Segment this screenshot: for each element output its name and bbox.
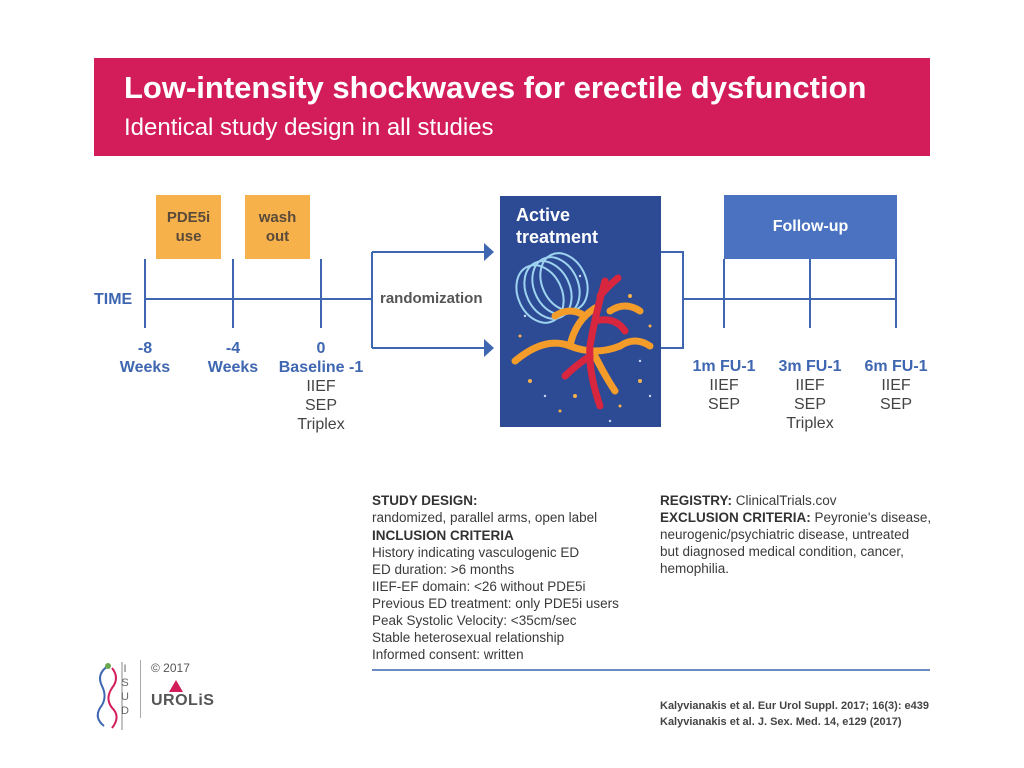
tick-label-minus4: -4 Weeks bbox=[198, 339, 268, 377]
inclusion-item: Peak Systolic Velocity: <35cm/sec bbox=[372, 613, 577, 628]
fu-label: 6m FU-1 bbox=[864, 358, 928, 375]
inclusion-item: ED duration: >6 months bbox=[372, 562, 515, 577]
inclusion-item: History indicating vasculogenic ED bbox=[372, 545, 580, 560]
title-banner: Low-intensity shockwaves for erectile dy… bbox=[94, 58, 930, 156]
references: Kalyvianakis et al. Eur Urol Suppl. 2017… bbox=[660, 698, 960, 730]
registry-title: REGISTRY: bbox=[660, 493, 733, 508]
inclusion-item: Informed consent: written bbox=[372, 647, 524, 662]
exclusion-line: neurogenic/psychiatric disease, untreate… bbox=[660, 527, 910, 542]
registry-text: ClinicalTrials.cov bbox=[735, 493, 837, 508]
exclusion-line: but diagnosed medical condition, cancer, bbox=[660, 544, 904, 559]
logo-divider bbox=[140, 660, 141, 718]
tick-unit: Weeks bbox=[119, 359, 171, 376]
measure-item: Triplex bbox=[297, 416, 345, 433]
isud-logo-icon bbox=[96, 662, 123, 730]
registry-section: REGISTRY: ClinicalTrials.cov EXCLUSION C… bbox=[660, 492, 940, 577]
pde5i-line2: use bbox=[175, 228, 202, 245]
active-treatment-label: Active treatment bbox=[516, 204, 598, 248]
study-design-title: STUDY DESIGN: bbox=[372, 493, 478, 508]
reference-item: Kalyvianakis et al. Eur Urol Suppl. 2017… bbox=[660, 700, 930, 712]
fu-point-6m: 6m FU-1 IIEF SEP bbox=[856, 357, 936, 414]
measure-item: IIEF bbox=[709, 377, 739, 394]
tick-unit: Baseline -1 bbox=[278, 359, 364, 376]
measure-item: Triplex bbox=[786, 415, 834, 432]
arrow-lower bbox=[484, 339, 494, 357]
tick-label-baseline: 0 Baseline -1 IIEF SEP Triplex bbox=[266, 339, 376, 434]
follow-up-box: Follow-up bbox=[724, 195, 897, 259]
pde5i-use-box: PDE5i use bbox=[156, 195, 221, 259]
inclusion-item: Previous ED treatment: only PDE5i users bbox=[372, 596, 619, 611]
inclusion-title: INCLUSION CRITERIA bbox=[372, 528, 514, 543]
measure-item: IIEF bbox=[881, 377, 911, 394]
study-design-text: randomized, parallel arms, open label bbox=[372, 510, 598, 525]
time-axis-label: TIME bbox=[94, 291, 133, 308]
arrow-upper bbox=[484, 243, 494, 261]
fu-label: 3m FU-1 bbox=[778, 358, 842, 375]
tick-label-minus8: -8 Weeks bbox=[110, 339, 180, 377]
copyright: © 2017 bbox=[151, 661, 190, 675]
washout-line2: out bbox=[265, 228, 290, 245]
measure-item: SEP bbox=[304, 397, 337, 414]
tick-value: 0 bbox=[316, 340, 326, 357]
reference-item: Kalyvianakis et al. J. Sex. Med. 14, e12… bbox=[660, 716, 902, 728]
measure-item: SEP bbox=[793, 396, 826, 413]
randomization-label: randomization bbox=[378, 290, 485, 307]
measure-item: IIEF bbox=[306, 378, 336, 395]
washout-line1: wash bbox=[258, 209, 297, 226]
urolis-triangle-icon bbox=[169, 680, 183, 692]
tick-unit: Weeks bbox=[207, 359, 259, 376]
active-line2: treatment bbox=[516, 227, 599, 247]
active-line1: Active bbox=[516, 205, 571, 225]
measure-item: SEP bbox=[879, 396, 912, 413]
urolis-logo: UROLiS bbox=[151, 692, 215, 709]
fu-label: 1m FU-1 bbox=[692, 358, 756, 375]
tick-value: -4 bbox=[225, 340, 241, 357]
pde5i-line1: PDE5i bbox=[166, 209, 211, 226]
measure-item: IIEF bbox=[795, 377, 825, 394]
tick-value: -8 bbox=[137, 340, 153, 357]
active-treatment-box: Active treatment bbox=[500, 196, 661, 427]
inclusion-item: Stable heterosexual relationship bbox=[372, 630, 565, 645]
page-subtitle: Identical study design in all studies bbox=[124, 114, 494, 141]
fu-point-3m: 3m FU-1 IIEF SEP Triplex bbox=[770, 357, 850, 433]
exclusion-line: hemophilia. bbox=[660, 561, 730, 576]
measure-item: SEP bbox=[707, 396, 740, 413]
exclusion-text: Peyronie's disease, bbox=[814, 510, 932, 525]
inclusion-item: IIEF-EF domain: <26 without PDE5i bbox=[372, 579, 586, 594]
page-title: Low-intensity shockwaves for erectile dy… bbox=[124, 70, 867, 105]
exclusion-title: EXCLUSION CRITERIA: bbox=[660, 510, 811, 525]
isud-logo-text: ISUD bbox=[121, 663, 129, 717]
shockwave-vessel-illustration bbox=[511, 252, 654, 423]
fu-point-1m: 1m FU-1 IIEF SEP bbox=[684, 357, 764, 414]
washout-box: wash out bbox=[245, 195, 310, 259]
rejoin-bracket bbox=[661, 251, 684, 349]
study-design-section: STUDY DESIGN: randomized, parallel arms,… bbox=[372, 492, 642, 663]
